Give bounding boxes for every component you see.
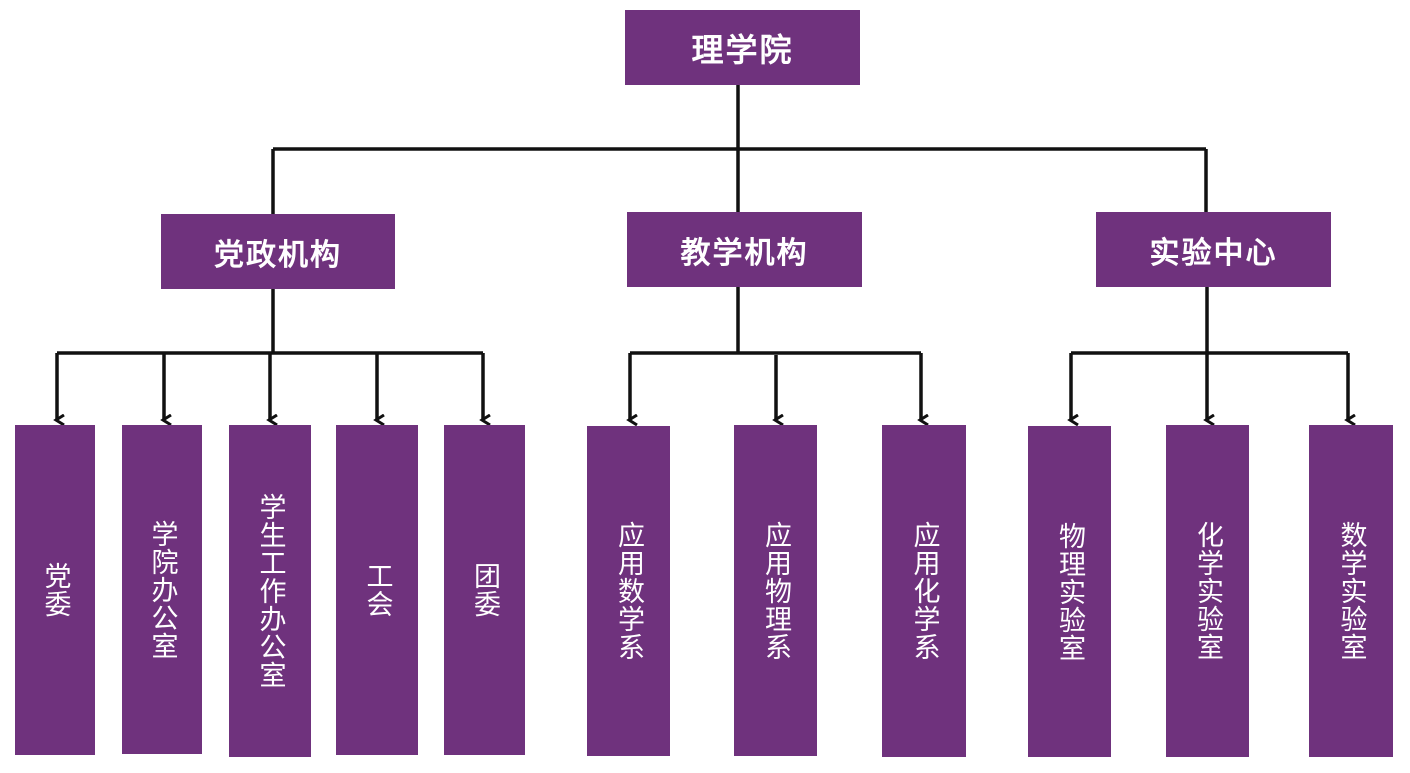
node-label: 物理实验室 bbox=[1054, 521, 1085, 662]
node-leaf: 学生工作办公室 bbox=[229, 425, 311, 757]
node-root: 理学院 bbox=[625, 10, 860, 85]
node-leaf: 学院办公室 bbox=[122, 425, 202, 754]
node-leaf: 物理实验室 bbox=[1028, 426, 1111, 757]
node-label: 工会 bbox=[361, 562, 393, 618]
node-label: 学生工作办公室 bbox=[254, 493, 286, 689]
node-leaf: 工会 bbox=[336, 425, 418, 755]
node-group-party-admin: 党政机构 bbox=[161, 214, 395, 289]
node-leaf: 党委 bbox=[15, 425, 95, 755]
node-label: 党委 bbox=[39, 562, 71, 618]
node-label: 团委 bbox=[469, 562, 500, 618]
node-group-lab-center: 实验中心 bbox=[1096, 212, 1331, 287]
node-leaf: 数学实验室 bbox=[1309, 425, 1393, 757]
node-leaf: 应用数学系 bbox=[587, 426, 670, 756]
node-label: 应用物理系 bbox=[760, 520, 791, 661]
node-group-teaching: 教学机构 bbox=[627, 212, 862, 287]
node-label: 应用数学系 bbox=[613, 521, 644, 661]
node-leaf: 应用物理系 bbox=[734, 425, 817, 756]
node-label: 学院办公室 bbox=[146, 519, 178, 660]
node-leaf: 团委 bbox=[444, 425, 525, 755]
node-label: 党政机构 bbox=[214, 237, 342, 273]
node-label: 数学实验室 bbox=[1335, 521, 1367, 661]
node-label: 应用化学系 bbox=[908, 521, 940, 661]
node-label: 化学实验室 bbox=[1192, 521, 1223, 661]
node-label: 实验中心 bbox=[1149, 235, 1278, 271]
node-root-label: 理学院 bbox=[691, 30, 794, 69]
node-leaf: 化学实验室 bbox=[1166, 425, 1249, 757]
node-label: 教学机构 bbox=[680, 235, 809, 271]
node-leaf: 应用化学系 bbox=[882, 425, 966, 757]
